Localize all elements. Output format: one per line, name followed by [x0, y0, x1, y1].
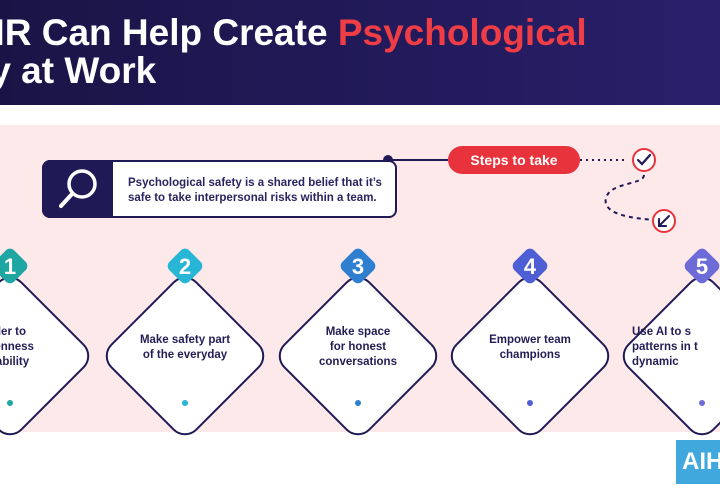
- step-number-1: 1: [4, 254, 16, 279]
- title-line-2: ty at Work: [0, 50, 157, 91]
- step-card-5: [622, 248, 720, 436]
- step-card-3: [278, 248, 438, 436]
- arrow-down-left-circle-icon: [652, 209, 676, 233]
- title-part-red: Psychological: [337, 12, 587, 53]
- step-card-1: [0, 248, 90, 436]
- step-text-3: Make space for honest conversations: [319, 326, 397, 368]
- definition-text: Psychological safety is a shared belief …: [128, 177, 382, 204]
- step-text-1: leader to h openness lnerability: [0, 326, 34, 368]
- header-banner: [0, 0, 720, 105]
- page-title: HR Can Help Create Psychological ty at Wo…: [0, 14, 587, 90]
- definition-box: Psychological safety is a shared belief …: [42, 160, 397, 218]
- step-card-2: [105, 248, 265, 436]
- step-number-5: 5: [696, 254, 708, 279]
- check-circle-icon: [632, 148, 656, 172]
- step-number-4: 4: [524, 254, 537, 279]
- step-text-5: Use AI to s patterns in t dynamic: [632, 326, 698, 368]
- step-number-3: 3: [352, 254, 364, 279]
- step-card-4: [450, 248, 610, 436]
- search-icon: [42, 160, 113, 218]
- step-text-2: Make safety part of the everyday: [139, 334, 231, 361]
- brand-logo: AIH: [676, 440, 720, 484]
- curved-path: [604, 174, 655, 221]
- step-text-4: Empower team champions: [489, 334, 571, 361]
- steps-label: Steps to take: [448, 146, 580, 174]
- title-part-white: HR Can Help Create: [0, 12, 338, 53]
- step-number-2: 2: [179, 254, 191, 279]
